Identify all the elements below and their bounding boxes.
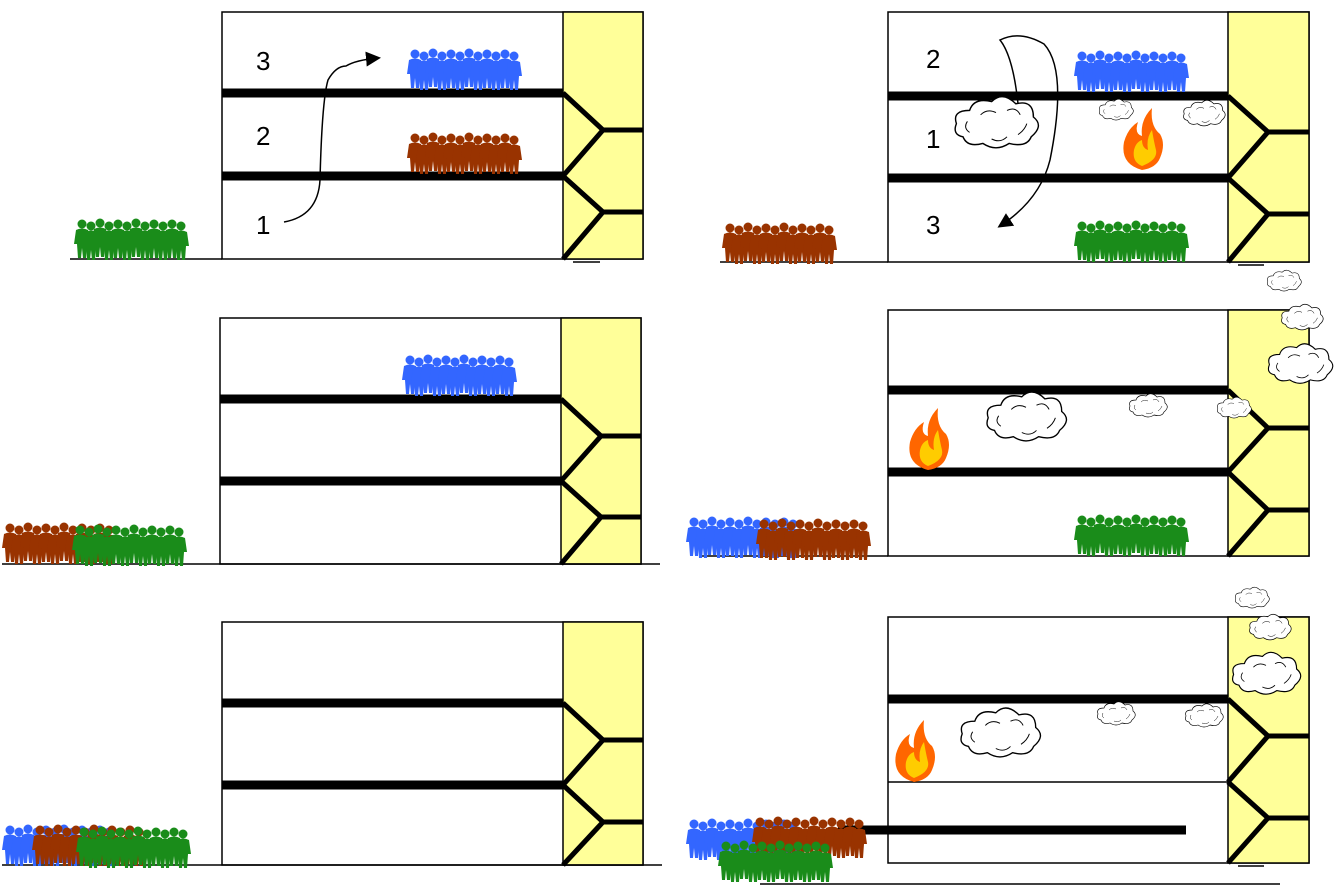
stair-flight <box>1226 426 1270 474</box>
evacuation-path-arrow <box>283 51 381 223</box>
panel-top-left: 3 2 1 <box>70 11 644 263</box>
stair-flight <box>561 210 605 261</box>
stair-flight <box>1226 734 1270 784</box>
floor-label: 3 <box>926 210 940 240</box>
panel-middle-left <box>2 317 660 566</box>
stairwell <box>560 317 642 565</box>
panel-bottom-right <box>686 586 1310 885</box>
stair-flight <box>561 128 605 178</box>
stair-flight <box>1226 508 1270 558</box>
panel-middle-right <box>686 303 1334 560</box>
panel-bottom-left <box>2 621 662 868</box>
stair-flight <box>561 820 605 867</box>
panel-top-right: 2 1 3 <box>720 11 1310 292</box>
floor-label: 1 <box>926 124 940 154</box>
stairwell <box>1227 11 1310 263</box>
people-group-icon <box>722 223 837 265</box>
floor-label: 2 <box>926 44 940 74</box>
stair-flight <box>559 515 603 566</box>
stairwell <box>562 11 644 260</box>
floor-label: 1 <box>256 210 270 240</box>
floor-label: 2 <box>256 121 270 151</box>
evacuation-path-arrow <box>997 35 1059 228</box>
stair-flight <box>1226 212 1270 264</box>
stair-flight <box>561 738 605 787</box>
smoke-cloud-icon <box>1234 586 1270 609</box>
stair-flight <box>1226 130 1270 180</box>
smoke-cloud-icon <box>1281 303 1324 331</box>
people-group-icon <box>74 219 189 261</box>
smoke-cloud-icon <box>1266 269 1302 292</box>
floor-label: 3 <box>256 46 270 76</box>
stair-flight <box>1226 816 1270 865</box>
stair-flight <box>559 434 603 483</box>
